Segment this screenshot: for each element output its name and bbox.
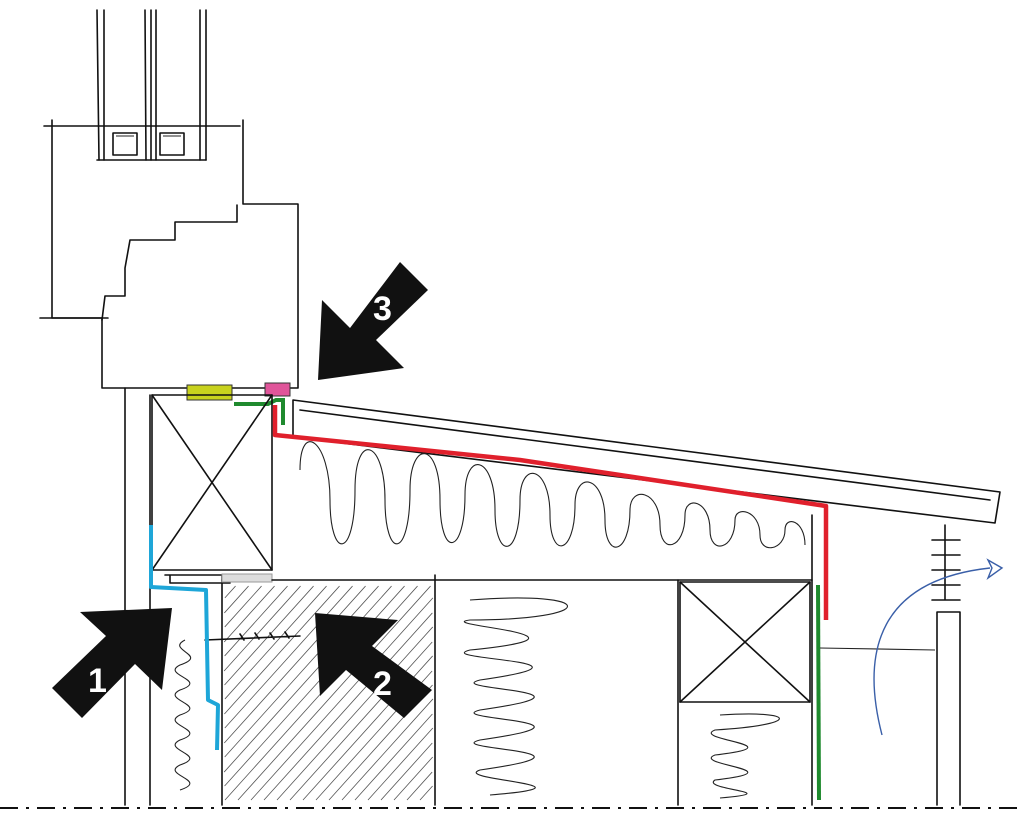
batt-insulation-cavity [710,713,780,799]
red-membrane [272,405,829,620]
callout-arrow-3: 3 [318,262,428,380]
hatch-line [276,626,434,801]
hatch-line [224,585,340,715]
hatch-line [224,585,249,614]
rigid-insulation-hatch [223,585,434,801]
hatch-line [263,612,433,801]
hatch-line [367,727,434,801]
hatch-line [224,585,262,628]
fastener [204,631,301,641]
hatch-line [419,785,433,801]
green-membrane-top [234,398,285,425]
hatch-line [237,585,431,801]
hatch-line [223,585,366,744]
window-mullions [96,9,207,161]
batt-insulation-wall [463,597,569,796]
callout-arrow-2: 2 [315,613,432,718]
hatch-line [250,597,434,801]
hatch-line [341,698,434,801]
hatch-line [224,585,327,700]
green-membrane-wall [816,584,821,801]
hatch-line [224,585,288,657]
hatch-line [289,641,433,801]
hatch-line [224,585,236,599]
blue-membrane [149,525,220,751]
hatch-line [380,742,433,801]
hatch-line [223,585,301,672]
sealant-bead [264,382,291,397]
callout-label-3: 3 [373,290,392,328]
batt-insulation-roof [299,441,806,549]
callout-label-2: 2 [373,665,392,703]
callout-arrow-1: 1 [52,608,172,718]
batt-insulation-stud [174,639,192,791]
callout-label-1: 1 [88,662,107,700]
airflow-arrow [873,567,991,736]
sloped-roof-deck [292,399,1001,524]
hatch-line [224,585,314,686]
hatch-line [224,585,353,729]
hatch-line [393,756,433,801]
hatch-line [224,585,379,758]
hatch-line [223,585,392,773]
shim-block [186,384,233,401]
hatch-line [223,585,275,643]
hatch-line [406,771,433,801]
cladding [819,524,961,806]
airflow-arrowhead-icon [986,558,1004,580]
hatch-line [354,713,433,801]
wall-structure [124,387,813,806]
